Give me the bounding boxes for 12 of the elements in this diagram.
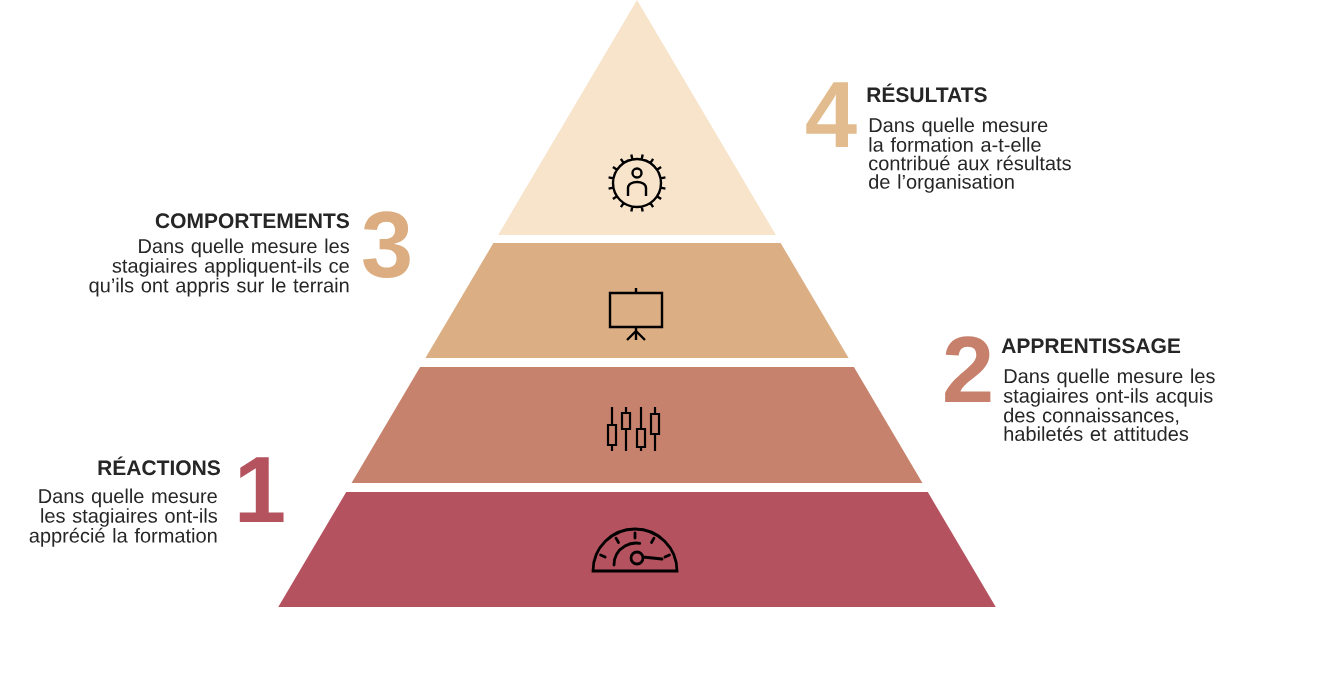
level-number: 3 xyxy=(363,211,410,279)
description: Dans quelle mesure les stagiaires ont-ils apprécié la formation xyxy=(29,488,218,547)
level-heading: APPRENTISSAGE xyxy=(1001,338,1181,354)
level-heading: COMPORTEMENTS xyxy=(155,213,349,229)
description: Dans quelle mesure les stagiaires appliquent-ils ce qu’ils ont appris sur le terrain xyxy=(89,238,349,297)
description: Dans quelle mesure la formation a-t-elle contribué aux résultats de l’organisation xyxy=(869,117,1071,193)
level-heading: RÉACTIONS xyxy=(98,456,220,476)
description: Dans quelle mesure les stagiaires ont-ils acquis des connaissances, habiletés et attitudes xyxy=(1003,368,1215,441)
level-number: 4 xyxy=(806,82,857,147)
level-number: 1 xyxy=(239,457,284,522)
level-number: 2 xyxy=(945,336,991,402)
level-heading: RÉSULTATS xyxy=(867,83,987,103)
